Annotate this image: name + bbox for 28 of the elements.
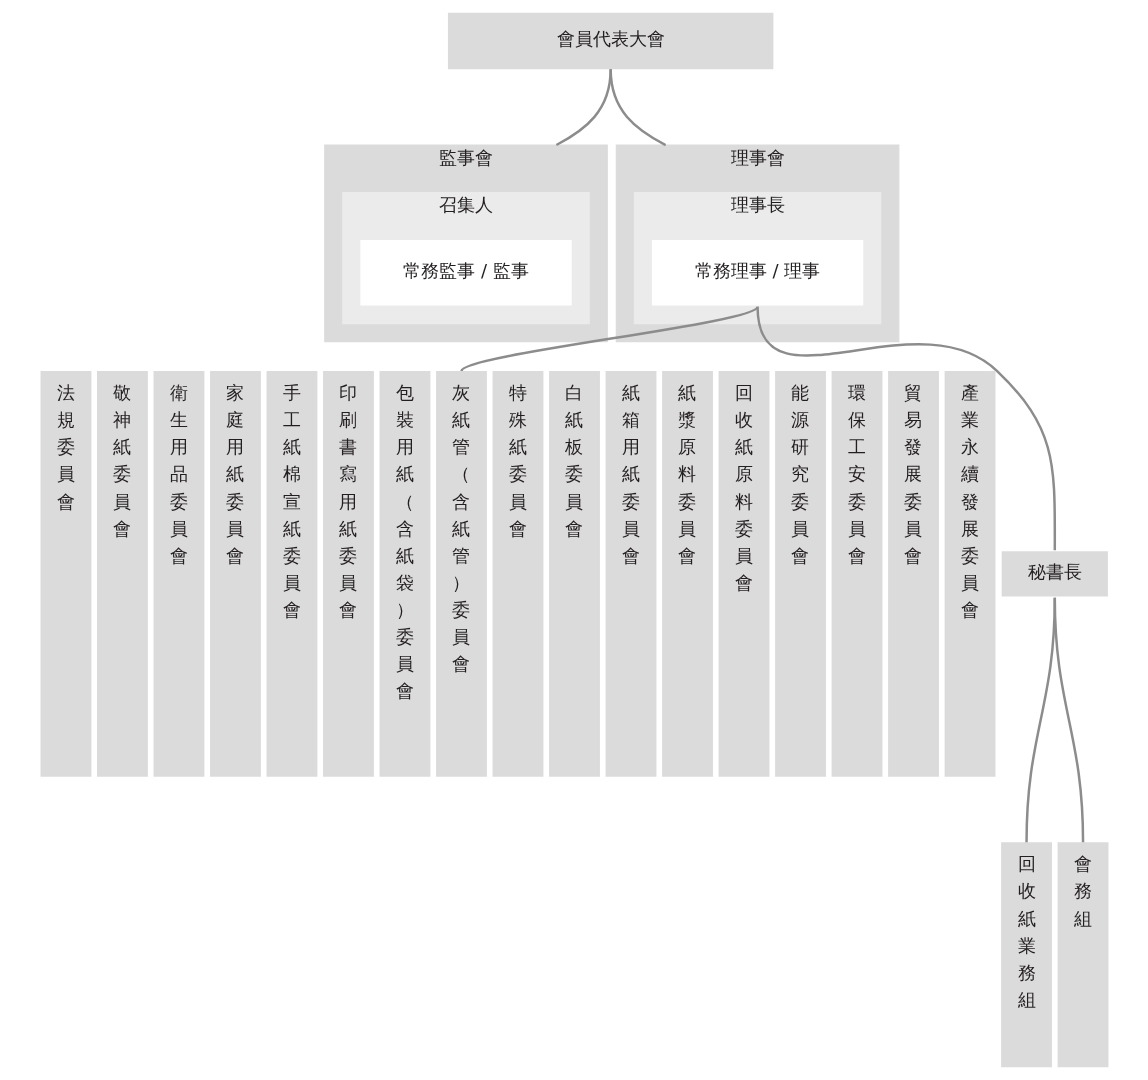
connector bbox=[608, 69, 666, 147]
node-box: 產業永續發展委員會 bbox=[944, 371, 995, 777]
connector bbox=[1053, 597, 1084, 843]
node-box: 敬神紙委員會 bbox=[96, 371, 148, 777]
node-box: 包裝用紙（含紙袋）委員會 bbox=[379, 371, 430, 777]
node-box: 白紙板委員會 bbox=[548, 371, 600, 777]
node-box: 秘書長 bbox=[1001, 551, 1108, 597]
node-box: 法規委員會 bbox=[40, 371, 91, 777]
node-box: 會員代表大會 bbox=[447, 12, 773, 70]
node-box: 衛生用品委員會 bbox=[153, 371, 204, 777]
node-box: 手工紙棉宣紙委員會 bbox=[266, 371, 317, 777]
node-box: 家庭用紙委員會 bbox=[209, 371, 261, 777]
node-box: 紙箱用紙委員會 bbox=[605, 371, 656, 777]
node-box: 灰紙管（含紙管）委員會 bbox=[435, 371, 487, 777]
node-box: 常務理事 / 理事 bbox=[651, 239, 863, 306]
connector bbox=[1024, 597, 1056, 843]
node-box: 貿易發展委員會 bbox=[887, 371, 939, 777]
node-box: 特殊紙委員會 bbox=[492, 371, 543, 777]
connector bbox=[460, 305, 758, 373]
node-box: 回收紙業務組 bbox=[1000, 842, 1052, 1068]
connector bbox=[755, 306, 1056, 551]
connector bbox=[555, 69, 612, 147]
node-box: 會務組 bbox=[1057, 842, 1108, 1068]
node-box: 印刷書寫用紙委員會 bbox=[322, 371, 374, 777]
node-box: 紙漿原料委員會 bbox=[661, 371, 713, 777]
node-box: 環保工安委員會 bbox=[831, 371, 882, 777]
node-box: 能源研究委員會 bbox=[774, 371, 826, 777]
node-box: 回收紙原料委員會 bbox=[718, 371, 769, 777]
